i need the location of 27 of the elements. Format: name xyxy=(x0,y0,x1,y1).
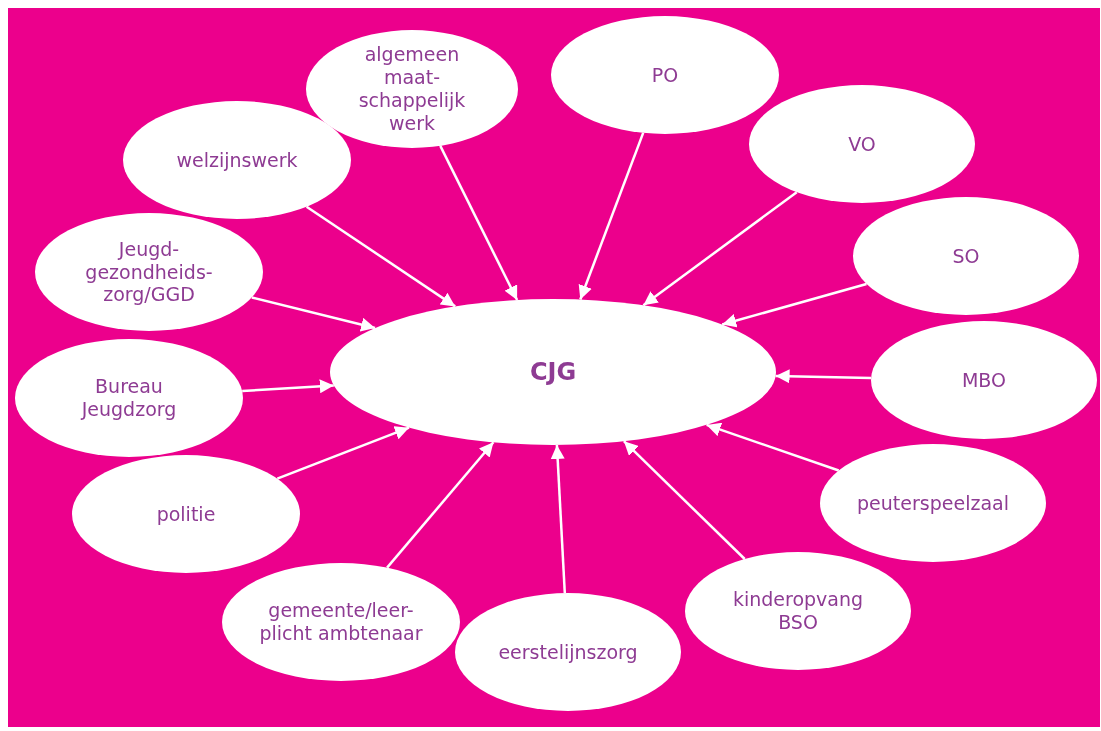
arrow xyxy=(251,296,376,332)
arrow xyxy=(775,369,872,384)
node-label: politie xyxy=(156,502,216,526)
arrow xyxy=(623,440,746,560)
arrow xyxy=(242,379,334,394)
node-label: SO xyxy=(952,244,980,268)
node-label: PO xyxy=(651,63,679,87)
node-label: kinderopvang BSO xyxy=(731,588,865,634)
node-label: gemeente/leer-plicht ambtenaar xyxy=(258,599,424,645)
node-label: CJG xyxy=(529,357,577,387)
arrow xyxy=(439,145,519,301)
arrow xyxy=(276,426,410,480)
node-label: eerstelijnszorg xyxy=(498,640,638,664)
arrow xyxy=(706,422,840,472)
arrow xyxy=(550,444,567,594)
node-label: MBO xyxy=(961,368,1007,392)
node-label: Jeugd-gezondheids-zorg/GGD xyxy=(84,237,214,307)
node-label: Bureau Jeugdzorg xyxy=(79,375,178,421)
arrow xyxy=(642,191,798,307)
node-label: VO xyxy=(848,132,876,156)
arrow xyxy=(305,205,456,308)
arrow xyxy=(578,132,645,300)
node-label: welzijnswerk xyxy=(176,148,298,172)
arrow xyxy=(386,441,495,569)
node-label: peuterspeelzaal xyxy=(857,491,1009,515)
node-label: algemeen maat-schappelijk werk xyxy=(357,43,467,135)
arrow xyxy=(721,282,867,328)
